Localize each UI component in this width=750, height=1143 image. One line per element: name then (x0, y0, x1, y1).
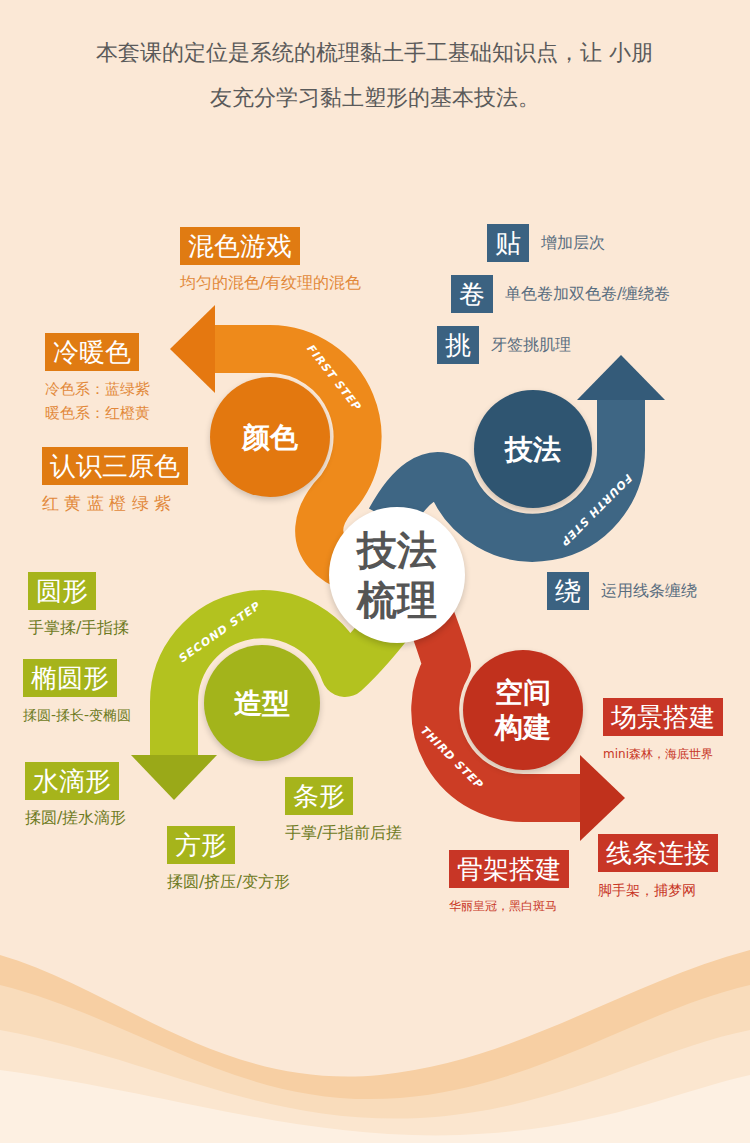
box-caption: 牙签挑肌理 (491, 333, 571, 357)
box-label: 混色游戏 (180, 227, 300, 265)
box-caption: 手掌/手指前后搓 (285, 821, 402, 845)
wave-band (0, 1070, 750, 1143)
wave-band (0, 950, 750, 1143)
heading-text: 本套课的定位是系统的梳理黏土手工基础知识点，让 小朋友充分学习黏土塑形的基本技法… (92, 30, 657, 120)
box-label: 场景搭建 (603, 698, 723, 736)
step-circle: 技法 梳理 (329, 507, 465, 643)
box-label: 条形 (285, 777, 353, 815)
box-caption: 冷色系：蓝绿紫 暖色系：红橙黄 (45, 377, 160, 425)
step-circle: 技法 (474, 390, 592, 508)
box-label: 冷暖色 (45, 333, 139, 371)
technique-box: 认识三原色红 黄 蓝 橙 绿 紫 (42, 447, 188, 515)
circle-label: 技法 梳理 (352, 525, 442, 625)
red-arrowhead (580, 755, 625, 841)
box-label: 水滴形 (25, 762, 119, 800)
box-caption: 运用线条缠绕 (601, 579, 697, 603)
technique-box: 混色游戏均匀的混色/有纹理的混色 (180, 227, 361, 295)
box-caption: 脚手架，捕梦网 (598, 878, 696, 902)
bottom-wave (0, 950, 750, 1143)
step-circle: 空间 构建 (463, 650, 583, 770)
box-caption: mini森林，海底世界 (603, 742, 713, 766)
technique-box: 水滴形揉圆/搓水滴形 (25, 762, 126, 830)
box-caption: 均匀的混色/有纹理的混色 (180, 271, 361, 295)
technique-box: 椭圆形揉圆-揉长-变椭圆 (23, 659, 131, 727)
box-caption: 揉圆/搓水滴形 (25, 806, 126, 830)
box-label: 椭圆形 (23, 659, 117, 697)
technique-box: 卷单色卷加双色卷/缠绕卷 (451, 275, 670, 313)
box-caption: 揉圆/挤压/变方形 (167, 870, 290, 894)
orange-arrowhead (170, 305, 215, 393)
blue-arrowhead (577, 355, 665, 400)
box-label: 骨架搭建 (449, 850, 569, 888)
wave-band (0, 1030, 750, 1143)
box-caption: 华丽皇冠，黑白斑马 (449, 894, 557, 918)
technique-box: 挑牙签挑肌理 (437, 326, 571, 364)
box-label: 贴 (487, 224, 529, 262)
circle-label: 技法 (505, 432, 561, 467)
green-arrowhead (131, 755, 217, 800)
technique-box: 线条连接脚手架，捕梦网 (598, 834, 718, 902)
step-circle: 造型 (204, 645, 320, 761)
technique-box: 绕运用线条缠绕 (547, 572, 697, 610)
box-label: 圆形 (28, 572, 96, 610)
box-label: 认识三原色 (42, 447, 188, 485)
box-caption: 手掌揉/手指揉 (28, 616, 129, 640)
box-label: 方形 (167, 826, 235, 864)
technique-box: 贴增加层次 (487, 224, 605, 262)
box-caption: 红 黄 蓝 橙 绿 紫 (42, 491, 171, 515)
circle-label: 造型 (234, 686, 290, 721)
box-label: 卷 (451, 275, 493, 313)
technique-box: 方形揉圆/挤压/变方形 (167, 826, 290, 894)
box-caption: 单色卷加双色卷/缠绕卷 (505, 282, 670, 306)
box-label: 线条连接 (598, 834, 718, 872)
wave-band (0, 985, 750, 1143)
technique-box: 场景搭建 mini森林，海底世界 (603, 698, 723, 766)
step-circle: 颜色 (210, 377, 330, 497)
circle-label: 空间 构建 (491, 675, 555, 745)
technique-box: 条形手掌/手指前后搓 (285, 777, 402, 845)
technique-box: 骨架搭建华丽皇冠，黑白斑马 (449, 850, 569, 918)
box-caption: 揉圆-揉长-变椭圆 (23, 703, 131, 727)
technique-box: 冷暖色冷色系：蓝绿紫 暖色系：红橙黄 (45, 333, 160, 425)
technique-box: 圆形手掌揉/手指揉 (28, 572, 129, 640)
box-caption: 增加层次 (541, 231, 605, 255)
box-label: 挑 (437, 326, 479, 364)
circle-label: 颜色 (242, 420, 298, 455)
box-label: 绕 (547, 572, 589, 610)
